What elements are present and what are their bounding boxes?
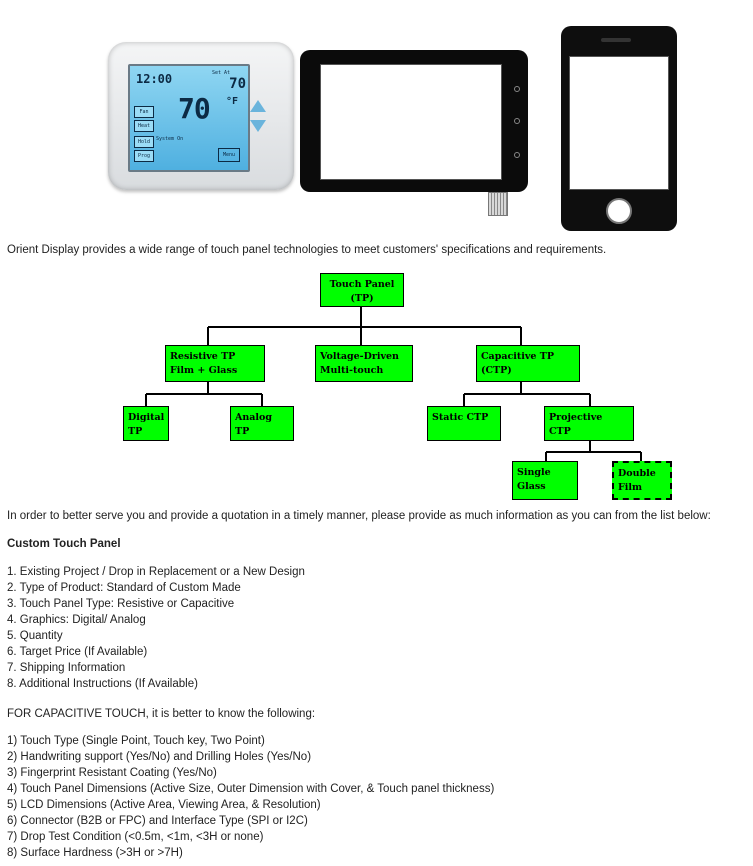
thermostat-screen: 12:00 Set At 70 70 °F Fan Heat Hold Prog… [128, 64, 266, 172]
thermostat-unit: °F [226, 96, 239, 107]
capacitive-touch-intro: FOR CAPACITIVE TOUCH, it is better to kn… [7, 708, 316, 720]
list-item: 2) Handwriting support (Yes/No) and Dril… [7, 751, 312, 763]
list-item: 8) Surface Hardness (>3H or >7H) [7, 847, 183, 859]
tablet-sensor-icon [514, 86, 520, 92]
list-item: 2. Type of Product: Standard of Custom M… [7, 582, 241, 594]
thermostat-fan-button: Fan [134, 106, 154, 118]
list-item: 1. Existing Project / Drop in Replacemen… [7, 566, 305, 578]
thermostat-menu-button: Menu [218, 148, 240, 162]
thermostat-hold-button: Hold [134, 136, 154, 148]
down-arrow-icon [250, 120, 266, 132]
list-item: 1) Touch Type (Single Point, Touch key, … [7, 735, 265, 747]
node-digital-tp: Digital TP [123, 406, 169, 441]
thermostat-image: 12:00 Set At 70 70 °F Fan Heat Hold Prog… [108, 42, 294, 190]
tablet-glass [320, 64, 502, 180]
phone-speaker [601, 38, 631, 42]
list-item: 6. Target Price (If Available) [7, 646, 148, 658]
flex-cable [488, 192, 508, 216]
thermostat-clock: 12:00 [136, 72, 173, 86]
node-analog-tp: Analog TP [230, 406, 294, 441]
list-item: 3) Fingerprint Resistant Coating (Yes/No… [7, 767, 217, 779]
home-button-icon [606, 198, 632, 224]
intro-text: Orient Display provides a wide range of … [7, 244, 607, 256]
list-item: 3. Touch Panel Type: Resistive or Capaci… [7, 598, 235, 610]
node-voltage-driven: Voltage-Driven Multi-touch [315, 345, 413, 382]
node-projective-ctp: Projective CTP [544, 406, 634, 441]
node-static-ctp: Static CTP [427, 406, 501, 441]
list-item: 7. Shipping Information [7, 662, 126, 674]
node-capacitive-tp: Capacitive TP (CTP) [476, 345, 580, 382]
up-arrow-icon [250, 100, 266, 112]
thermostat-system-label: System On [156, 136, 184, 142]
node-resistive-tp: Resistive TP Film + Glass [165, 345, 265, 382]
node-single-glass: Single Glass [512, 461, 578, 500]
list-item: 6) Connector (B2B or FPC) and Interface … [7, 815, 308, 827]
custom-touch-panel-heading: Custom Touch Panel [7, 538, 121, 550]
custom-requirements-list: 1. Existing Project / Drop in Replacemen… [7, 564, 305, 692]
list-item: 5. Quantity [7, 630, 63, 642]
product-images: 12:00 Set At 70 70 °F Fan Heat Hold Prog… [0, 0, 753, 240]
list-item: 4. Graphics: Digital/ Analog [7, 614, 146, 626]
quotation-instructions: In order to better serve you and provide… [7, 510, 711, 522]
tablet-touch-panel-image [300, 50, 528, 216]
thermostat-heat-button: Heat [134, 120, 154, 132]
phone-glass [569, 56, 669, 190]
list-item: 5) LCD Dimensions (Active Area, Viewing … [7, 799, 321, 811]
capacitive-requirements-list: 1) Touch Type (Single Point, Touch key, … [7, 733, 494, 861]
thermostat-set-label: Set At [211, 70, 230, 76]
node-double-film: Double Film [612, 461, 672, 500]
thermostat-set-value: 70 [229, 76, 246, 92]
list-item: 7) Drop Test Condition (<0.5m, <1m, <3H … [7, 831, 264, 843]
phone-touch-panel-image [561, 26, 677, 231]
tablet-sensor-icon [514, 152, 520, 158]
node-touch-panel: Touch Panel (TP) [320, 273, 404, 307]
list-item: 8. Additional Instructions (If Available… [7, 678, 198, 690]
list-item: 4) Touch Panel Dimensions (Active Size, … [7, 783, 495, 795]
thermostat-prog-button: Prog [134, 150, 154, 162]
thermostat-temperature: 70 [178, 92, 211, 125]
tablet-sensor-icon [514, 118, 520, 124]
